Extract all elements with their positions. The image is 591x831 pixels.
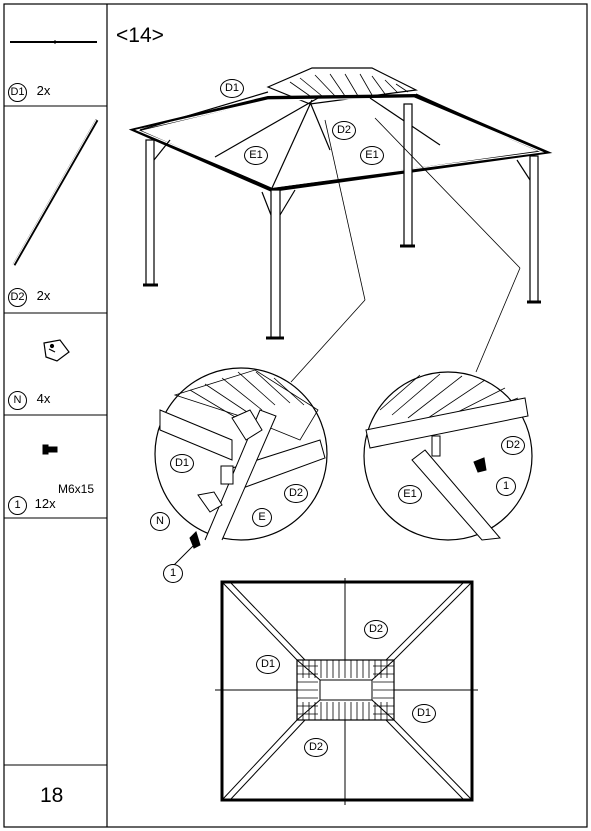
part-code-badge: 1 <box>8 496 27 515</box>
callout-d2: D2 <box>284 484 308 503</box>
callout-screw-1: 1 <box>163 564 183 583</box>
callout-e1: E1 <box>360 146 384 165</box>
part-quantity: 4x <box>36 391 51 406</box>
callout-d1: D1 <box>170 454 194 473</box>
part-d1-bar-drawing <box>10 40 97 44</box>
part-spec: M6x15 <box>58 482 95 496</box>
part-1-row: 1 12x <box>8 496 56 515</box>
callout-n: N <box>150 512 170 531</box>
callout-d2: D2 <box>364 620 388 639</box>
callout-e1: E1 <box>398 485 422 504</box>
part-quantity: 12x <box>34 496 56 511</box>
part-code-badge: N <box>8 391 27 410</box>
part-d2-row: D2 2x <box>8 288 50 307</box>
part-code-badge: D1 <box>8 83 27 102</box>
callout-e: E <box>252 508 272 527</box>
top-view-drawing <box>215 578 478 805</box>
detail-left-drawing <box>154 367 328 568</box>
callout-d2: D2 <box>501 436 525 455</box>
callout-d1: D1 <box>220 79 244 98</box>
step-title: <14> <box>116 24 164 47</box>
part-1-screw-drawing <box>42 444 58 455</box>
callout-d2: D2 <box>304 738 328 757</box>
gazebo-main-drawing <box>128 67 553 383</box>
part-d1-row: D1 2x <box>8 83 50 102</box>
callout-d2: D2 <box>332 121 356 140</box>
callout-e1: E1 <box>244 146 268 165</box>
callout-screw-1: 1 <box>496 477 516 496</box>
part-code-badge: D2 <box>8 288 27 307</box>
part-quantity: 2x <box>36 83 51 98</box>
detail-right-drawing <box>363 371 533 541</box>
callout-d1: D1 <box>412 704 436 723</box>
part-n-row: N 4x <box>8 391 50 410</box>
page-number: 18 <box>40 784 64 807</box>
part-d2-bar-drawing <box>12 119 99 266</box>
callout-d1: D1 <box>256 655 280 674</box>
part-quantity: 2x <box>36 288 51 303</box>
part-n-bracket-drawing <box>43 339 70 362</box>
